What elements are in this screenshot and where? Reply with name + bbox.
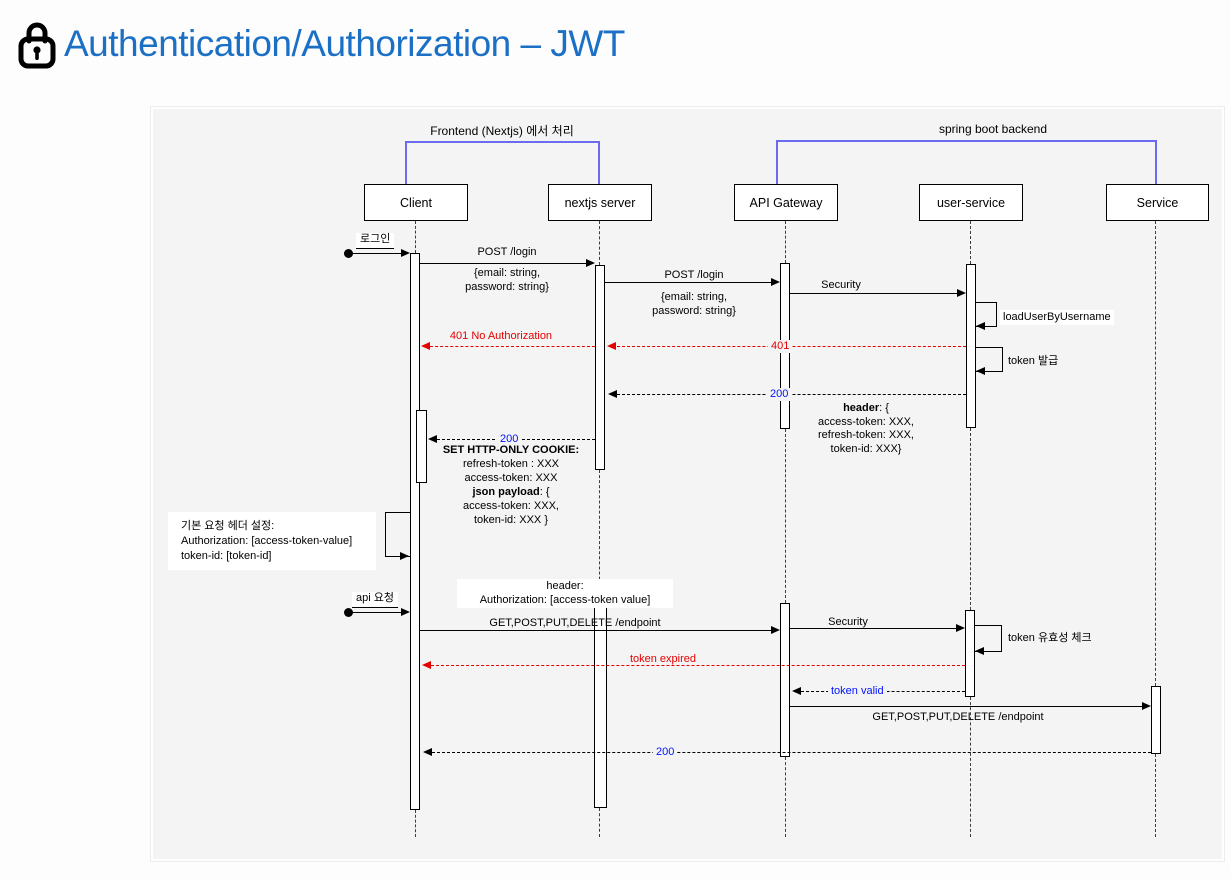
message-load-user-label: loadUserByUsername	[1000, 310, 1114, 325]
arrowhead	[428, 435, 437, 443]
backend-frame-bracket	[776, 140, 1157, 184]
message-token-expired-line	[431, 665, 965, 666]
arrowhead	[976, 322, 985, 330]
note-token-header: header: { access-token: XXX, refresh-tok…	[818, 402, 914, 455]
frontend-frame-label: Frontend (Nextjs) 에서 처리	[430, 124, 574, 138]
arrowhead	[401, 608, 410, 616]
message-401-label: 401	[768, 340, 793, 353]
self-loop-load-user	[976, 302, 997, 327]
message-post-login-2-payload: {email: string, password: string}	[652, 291, 736, 317]
sequence-diagram-panel	[151, 107, 1224, 861]
activation-client-main	[410, 253, 420, 810]
frontend-frame-bracket	[405, 141, 600, 184]
message-get-endpoint-2-label: GET,POST,PUT,DELETE /endpoint	[872, 711, 1044, 723]
lifeline-nextjs-server	[599, 470, 600, 605]
lifeline-nextjs-server	[599, 221, 600, 265]
arrowhead	[423, 748, 432, 756]
arrowhead	[771, 626, 780, 634]
actor-box-client: Client	[364, 184, 468, 221]
activation-api-gateway-2	[780, 603, 790, 757]
lifeline-client	[415, 221, 416, 253]
self-loop-set-default-header	[385, 512, 410, 557]
arrowhead	[422, 661, 431, 669]
message-200-to-client-label: 200	[497, 433, 522, 446]
message-get-endpoint-2-line	[790, 706, 1142, 707]
page-title: Authentication/Authorization – JWT	[64, 23, 625, 64]
arrowhead	[792, 687, 801, 695]
lifeline-user-service	[970, 428, 971, 610]
actor-box-nextjs-server: nextjs server	[548, 184, 652, 221]
message-401-no-auth-line	[430, 346, 595, 347]
arrowhead	[400, 552, 409, 560]
lifeline-client	[415, 810, 416, 837]
message-post-login-2-line	[605, 282, 772, 283]
activation-user-service-2	[965, 610, 975, 697]
lifeline-nextjs-server	[599, 808, 600, 837]
lifeline-user-service	[970, 221, 971, 264]
lifeline-service	[1155, 221, 1156, 686]
message-security-2-line	[790, 628, 956, 629]
arrowhead	[586, 259, 595, 267]
message-token-valid-label: token valid	[828, 685, 887, 698]
message-security-1-line	[790, 293, 958, 294]
self-loop-token-issue	[976, 347, 1003, 372]
lifeline-service	[1155, 754, 1156, 837]
arrowhead	[956, 624, 965, 632]
message-security-1-label: Security	[821, 279, 861, 291]
start-circle-login	[344, 249, 353, 258]
arrowhead	[975, 647, 984, 655]
arrowhead	[608, 390, 617, 398]
message-200-to-nextjs-line	[617, 394, 966, 395]
message-api-request-line	[353, 612, 402, 613]
message-token-check-label: token 유효성 체크	[1008, 632, 1092, 644]
activation-service	[1151, 686, 1161, 754]
arrowhead	[976, 367, 985, 375]
lifeline-user-service	[970, 697, 971, 837]
message-api-request-label: api 요청	[352, 592, 398, 608]
arrowhead	[401, 249, 410, 257]
message-security-2-label: Security	[828, 616, 868, 628]
arrowhead	[1142, 702, 1151, 710]
message-post-login-1-line	[420, 263, 587, 264]
activation-nextjs-2	[594, 605, 607, 808]
arrowhead	[957, 289, 966, 297]
message-token-expired-label: token expired	[629, 653, 697, 665]
arrowhead	[421, 342, 430, 350]
arrowhead	[771, 278, 780, 286]
note-set-cookie: SET HTTP-ONLY COOKIE: refresh-token : XX…	[442, 444, 580, 526]
lifeline-api-gateway	[785, 757, 786, 837]
self-loop-token-check	[975, 625, 1002, 652]
message-token-issue-label: token 발급	[1008, 355, 1059, 367]
message-login-label: 로그인	[356, 233, 395, 249]
arrowhead	[607, 342, 616, 350]
message-200-to-nextjs-label: 200	[767, 388, 792, 401]
message-post-login-1-payload: {email: string, password: string}	[465, 267, 549, 293]
message-post-login-1-label: POST /login	[477, 246, 537, 258]
start-circle-api-request	[344, 608, 353, 617]
backend-frame-label: spring boot backend	[938, 122, 1048, 136]
activation-user-service-1	[966, 264, 976, 428]
message-post-login-2-label: POST /login	[664, 269, 724, 281]
message-200-final-line	[432, 752, 1151, 753]
message-get-endpoint-1-label: GET,POST,PUT,DELETE /endpoint	[489, 617, 661, 629]
message-login-line	[353, 253, 402, 254]
message-get-endpoint-1-line	[420, 630, 771, 631]
note-request-header: header: Authorization: [access-token val…	[457, 579, 673, 608]
message-200-final-label: 200	[653, 746, 678, 759]
actor-box-api-gateway: API Gateway	[734, 184, 838, 221]
lock-icon	[18, 22, 56, 69]
lifeline-api-gateway	[785, 429, 786, 603]
actor-box-service: Service	[1106, 184, 1209, 221]
activation-nextjs-1	[595, 265, 605, 470]
lifeline-api-gateway	[785, 221, 786, 263]
actor-box-user-service: user-service	[919, 184, 1023, 221]
note-default-request-header: 기본 요청 헤더 설정: Authorization: [access-toke…	[168, 512, 376, 570]
message-401-no-auth-label: 401 No Authorization	[449, 330, 553, 342]
page-header: Authentication/Authorization – JWT	[16, 18, 625, 70]
activation-client-nested	[416, 410, 427, 483]
